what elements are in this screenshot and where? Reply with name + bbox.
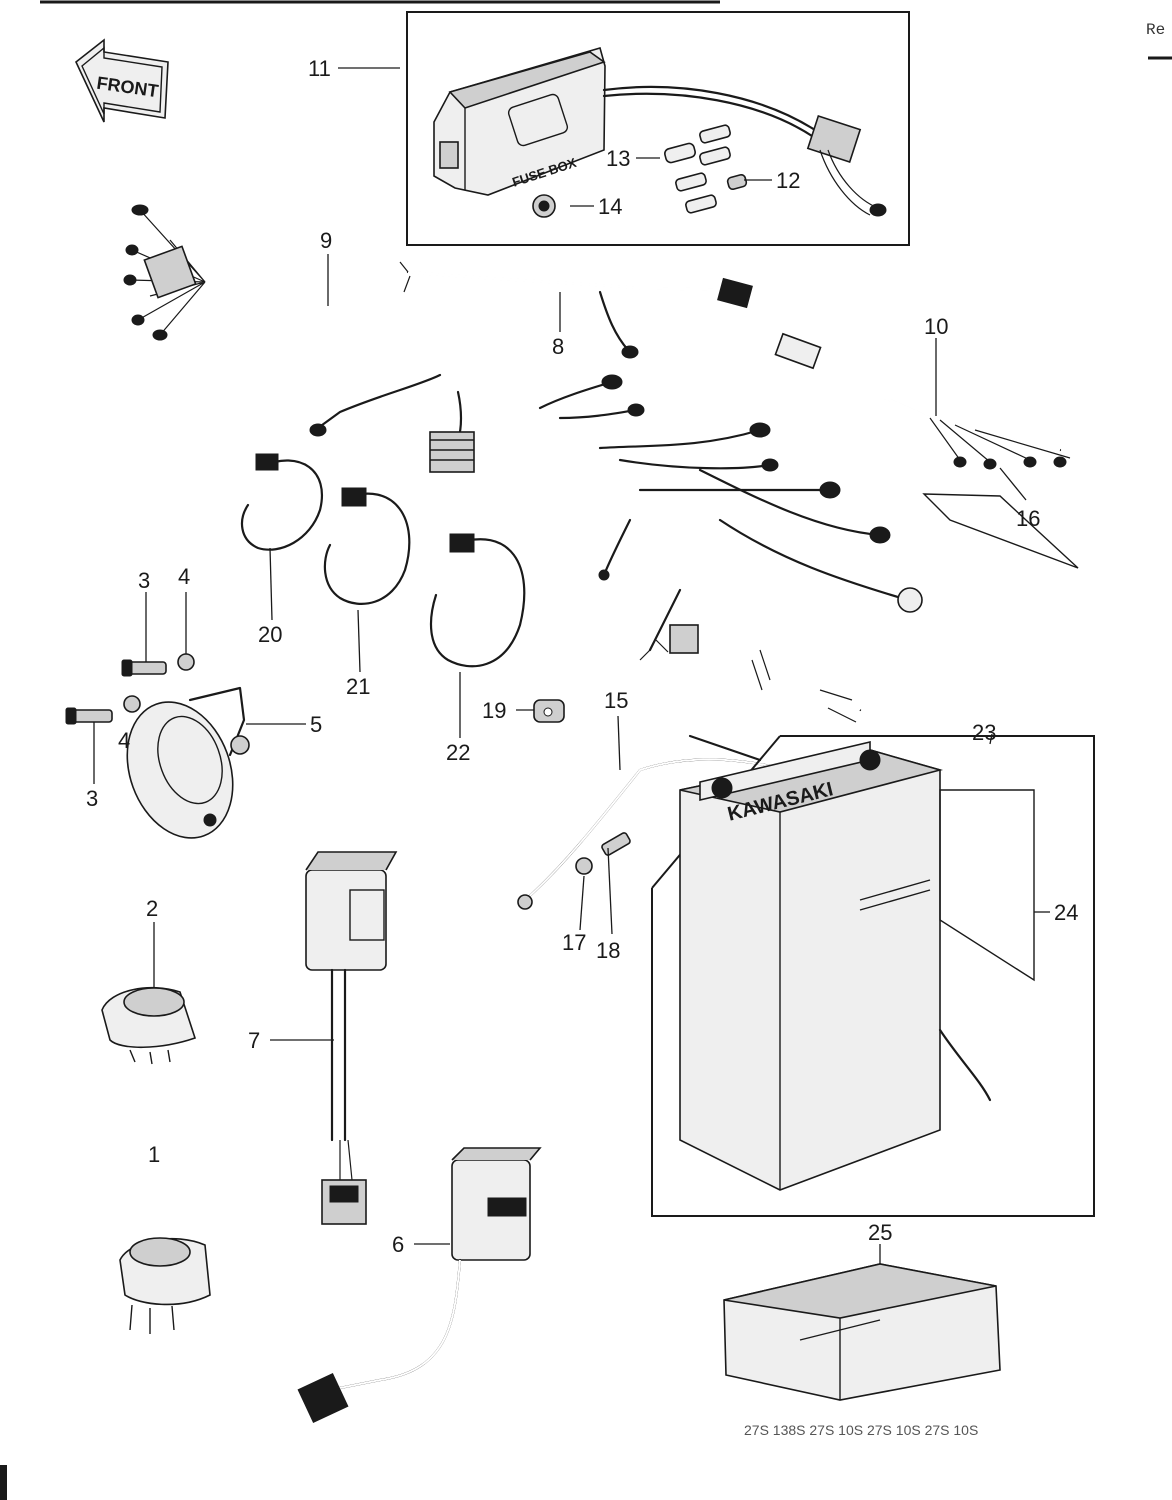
callout-5: 5	[310, 712, 322, 737]
part-1-relay	[119, 1237, 211, 1334]
callout-20: 20	[258, 622, 282, 647]
callout-23: 23	[972, 720, 996, 745]
callout-15: 15	[604, 688, 628, 713]
callout-16: 16	[1016, 506, 1040, 531]
nut-4b	[123, 695, 141, 713]
header-text: Re	[1146, 21, 1165, 39]
callout-12: 12	[776, 168, 800, 193]
fuse-13	[664, 142, 696, 164]
nut-17	[575, 857, 593, 875]
callout-4b: 4	[118, 728, 130, 753]
callout-22: 22	[446, 740, 470, 765]
horn	[126, 686, 250, 839]
sub-harness-10	[774, 332, 1071, 470]
battery-case-25	[723, 1263, 1001, 1401]
bolt-3a	[121, 659, 167, 677]
leader-lines	[93, 67, 1050, 1264]
callout-10: 10	[924, 314, 948, 339]
callout-4a: 4	[178, 564, 190, 589]
fuses-12	[675, 124, 748, 214]
nut-4a	[177, 653, 195, 671]
callout-2: 2	[146, 896, 158, 921]
callout-14: 14	[598, 194, 622, 219]
callout-3b: 3	[86, 786, 98, 811]
callout-17: 17	[562, 930, 586, 955]
fuse-box: FUSE BOX	[433, 47, 887, 217]
callout-3a: 3	[138, 568, 150, 593]
front-arrow-sign: FRONT	[75, 38, 169, 123]
harness-connector-fan	[123, 204, 206, 341]
callout-21: 21	[346, 674, 370, 699]
callout-7: 7	[248, 1028, 260, 1053]
callout-18: 18	[596, 938, 620, 963]
callout-13: 13	[606, 146, 630, 171]
part-7-unit	[305, 851, 398, 1225]
battery-frame	[651, 735, 1095, 1217]
wire-clamp-22	[430, 533, 526, 668]
wire-clamp-21	[323, 487, 411, 605]
callout-6: 6	[392, 1232, 404, 1257]
bolt-3b	[65, 707, 113, 725]
main-wiring-harness	[203, 279, 923, 723]
callout-11: 11	[308, 56, 331, 81]
fuse-cap-14	[532, 194, 556, 218]
clip-19	[533, 699, 565, 723]
bolt-18	[601, 832, 631, 856]
callout-19: 19	[482, 698, 506, 723]
callout-24: 24	[1054, 900, 1078, 925]
sticker-24	[939, 789, 1035, 982]
callout-8: 8	[552, 334, 564, 359]
part-2-switch	[101, 986, 197, 1065]
fuse-box-frame	[406, 11, 910, 246]
callout-numbers: 11 13 12 14 9 8 10 16 20 21 22 19 15 3 4…	[86, 56, 1078, 1257]
callout-1: 1	[148, 1142, 160, 1167]
wire-clamp-20	[240, 453, 323, 551]
callout-25: 25	[868, 1220, 892, 1245]
callout-9: 9	[320, 228, 332, 253]
battery: KAWASAKI	[679, 740, 992, 1191]
left-page-edge	[0, 1465, 7, 1500]
strip-16	[922, 493, 1079, 569]
sub-harness-8	[399, 261, 753, 359]
part-6-unit	[297, 1147, 542, 1424]
footer-codes: 27S 138S 27S 10S 27S 10S 27S 10S	[744, 1422, 978, 1438]
